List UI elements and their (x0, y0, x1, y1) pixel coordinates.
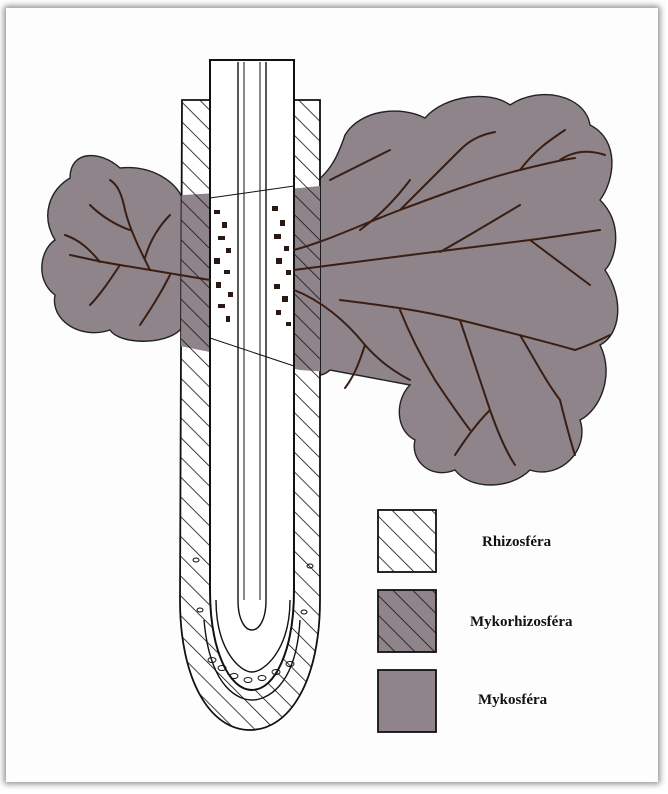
legend-swatch-mycosphere (378, 670, 436, 732)
root-cortex (204, 60, 300, 700)
legend-label-mycorrhizosphere: Mykorhizosféra (470, 614, 572, 631)
legend-label-rhizosphere: Rhizosféra (482, 534, 551, 551)
legend-swatch-rhizosphere (378, 510, 436, 572)
mycosphere-region (42, 95, 618, 485)
legend-label-mycosphere: Mykosféra (478, 692, 547, 709)
legend (378, 510, 436, 732)
legend-swatch-mycorrhizosphere (378, 590, 436, 652)
